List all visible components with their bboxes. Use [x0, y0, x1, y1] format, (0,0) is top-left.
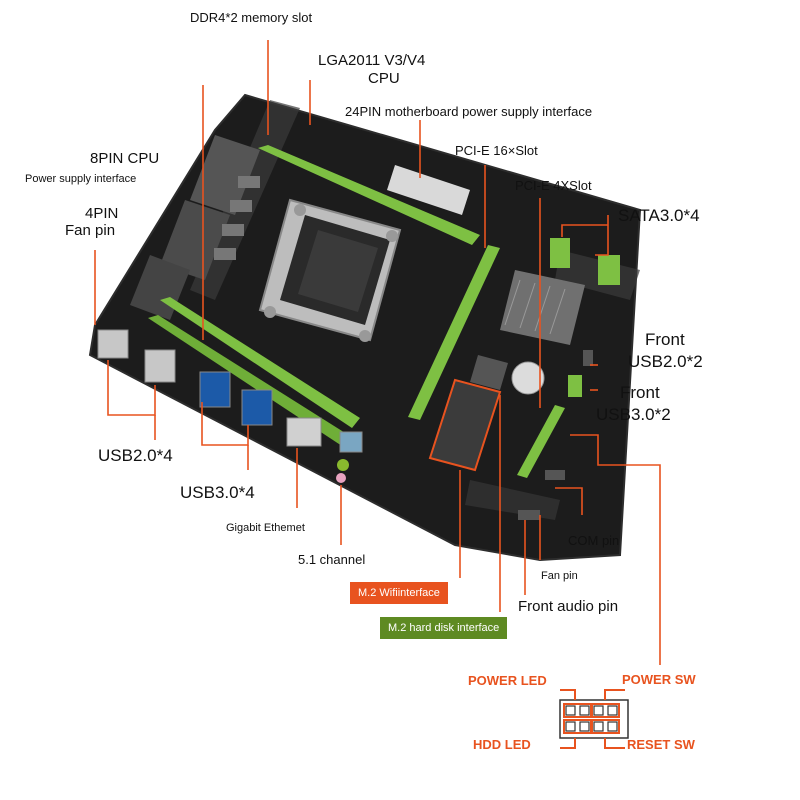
label-cpu-socket-line2: CPU [368, 70, 400, 87]
label-front-audio: Front audio pin [518, 598, 619, 615]
leader-com [555, 487, 583, 515]
atx-24pin-connector [387, 165, 470, 215]
leader-usb3 [201, 402, 249, 446]
leader-frontpanel [570, 434, 661, 665]
label-fan4-line1: 4PIN [85, 205, 119, 222]
label-front-usb3-line2: USB3.0*2 [596, 405, 671, 424]
leader-usb2 [107, 360, 156, 416]
label-power-sw: POWER SW [622, 672, 696, 687]
front-panel-pin-diagram [559, 689, 629, 749]
label-front-usb2-line2: USB2.0*2 [628, 352, 703, 371]
leader-lines [94, 40, 661, 665]
ddr4-slots [148, 145, 480, 446]
cpu-socket [258, 198, 402, 342]
label-hdd-led: HDD LED [473, 737, 531, 752]
cmos-battery [511, 361, 545, 395]
sata-ports [550, 238, 620, 285]
label-usb2: USB2.0*4 [98, 446, 173, 465]
m2-slot-area [428, 355, 508, 472]
label-fan4-line2: Fan pin [65, 222, 116, 239]
label-power-led: POWER LED [468, 673, 547, 688]
chipset-heatsink [500, 270, 585, 345]
label-pcie16: PCI-E 16×Slot [455, 143, 538, 158]
label-audio51: 5.1 channel [298, 552, 366, 567]
label-reset-sw: RESET SW [627, 737, 695, 752]
label-cpu-socket-line1: LGA2011 V3/V4 [318, 52, 426, 69]
pcie-x16-slot [408, 245, 500, 420]
label-cpu8pin-line2: Power supply interface [25, 173, 137, 185]
label-cpu8pin-line1: 8PIN CPU [90, 150, 160, 167]
tag-m2-disk: M.2 hard disk interface [380, 617, 508, 639]
front-headers [518, 350, 593, 520]
label-front-usb3-line1: Front [620, 383, 660, 402]
tag-m2-wifi: M.2 Wifiinterface [350, 582, 448, 604]
label-atx24: 24PIN motherboard power supply interface [345, 104, 593, 119]
label-sata: SATA3.0*4 [618, 206, 700, 225]
pcie-x4-slot [517, 405, 565, 478]
label-front-usb2-line1: Front [645, 330, 685, 349]
label-fanpin: Fan pin [541, 570, 578, 582]
label-pcie4: PCI-E 4XSlot [515, 178, 592, 193]
label-com: COM pin [568, 533, 620, 548]
label-gigabit: Gigabit Ethemet [226, 522, 305, 534]
label-usb3: USB3.0*4 [180, 483, 255, 502]
label-ddr4: DDR4*2 memory slot [190, 10, 313, 25]
rear-io [97, 329, 363, 483]
